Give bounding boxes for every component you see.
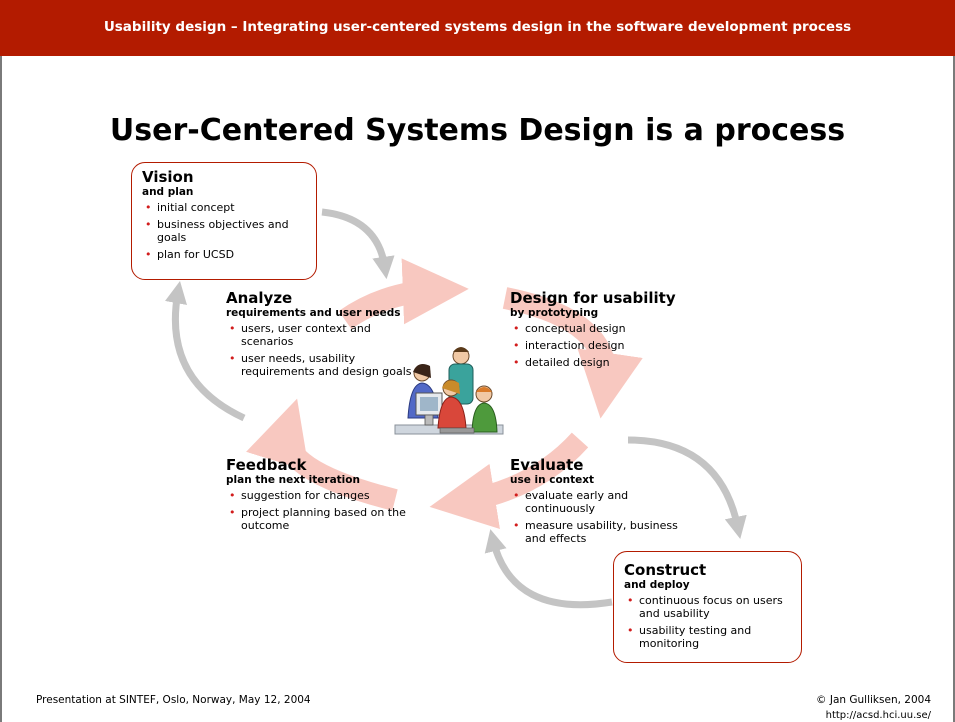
- feedback-item: suggestion for changes: [226, 489, 426, 502]
- construct-subtitle: and deploy: [624, 579, 690, 591]
- construct-item: continuous focus on users and usability: [624, 594, 793, 620]
- arrow-design-to-construct: [627, 436, 747, 539]
- feedback-item: project planning based on the outcome: [226, 506, 426, 532]
- feedback-section: Feedback plan the next iteration suggest…: [226, 457, 426, 536]
- evaluate-list: evaluate early and continuously measure …: [510, 489, 685, 545]
- slide-frame-left: [0, 0, 2, 722]
- analyze-section: Analyze requirements and user needs user…: [226, 290, 426, 382]
- evaluate-title: Evaluate: [510, 456, 584, 474]
- evaluate-item: measure usability, business and effects: [510, 519, 685, 545]
- header-title: Usability design – Integrating user-cent…: [103, 19, 852, 35]
- analyze-list: users, user context and scenarios user n…: [226, 322, 426, 378]
- vision-list: initial concept business objectives and …: [142, 201, 308, 261]
- vision-item: business objectives and goals: [142, 218, 308, 244]
- design-section: Design for usability by prototyping conc…: [510, 290, 710, 373]
- arrow-feedback-to-vision: [164, 280, 246, 422]
- feedback-title: Feedback: [226, 456, 307, 474]
- design-title: Design for usability: [510, 289, 676, 307]
- analyze-title: Analyze: [226, 289, 293, 307]
- evaluate-section: Evaluate use in context evaluate early a…: [510, 457, 685, 549]
- construct-list: continuous focus on users and usability …: [624, 594, 793, 650]
- construct-item: usability testing and monitoring: [624, 624, 793, 650]
- vision-item: plan for UCSD: [142, 248, 308, 261]
- slide-title: User-Centered Systems Design is a proces…: [109, 113, 846, 148]
- design-subtitle: by prototyping: [510, 307, 599, 319]
- slide-frame-right: [953, 0, 955, 722]
- arrow-construct-to-evaluate: [484, 529, 613, 609]
- feedback-list: suggestion for changes project planning …: [226, 489, 426, 532]
- evaluate-subtitle: use in context: [510, 474, 595, 486]
- footer-url[interactable]: http://acsd.hci.uu.se/: [825, 710, 931, 721]
- vision-title: Vision: [142, 168, 194, 186]
- arrow-vision-to-analyze: [321, 208, 395, 280]
- design-list: conceptual design interaction design det…: [510, 322, 710, 369]
- construct-box: Construct and deploy continuous focus on…: [613, 551, 802, 663]
- construct-title: Construct: [624, 561, 707, 579]
- footer-presentation: Presentation at SINTEF, Oslo, Norway, Ma…: [36, 694, 311, 706]
- header-bar: Usability design – Integrating user-cent…: [0, 0, 955, 56]
- analyze-item: user needs, usability requirements and d…: [226, 352, 426, 378]
- evaluate-item: evaluate early and continuously: [510, 489, 685, 515]
- feedback-subtitle: plan the next iteration: [226, 474, 360, 486]
- design-item: detailed design: [510, 356, 710, 369]
- design-item: conceptual design: [510, 322, 710, 335]
- analyze-subtitle: requirements and user needs: [226, 307, 401, 319]
- vision-box: Vision and plan initial concept business…: [131, 162, 317, 280]
- vision-item: initial concept: [142, 201, 308, 214]
- design-item: interaction design: [510, 339, 710, 352]
- footer-copyright: © Jan Gulliksen, 2004: [816, 694, 931, 706]
- analyze-item: users, user context and scenarios: [226, 322, 426, 348]
- cycle-arrow-bottom: [429, 432, 589, 530]
- cycle-arrow-top: [338, 258, 469, 330]
- flow-arrows: [164, 208, 747, 609]
- vision-subtitle: and plan: [142, 186, 194, 198]
